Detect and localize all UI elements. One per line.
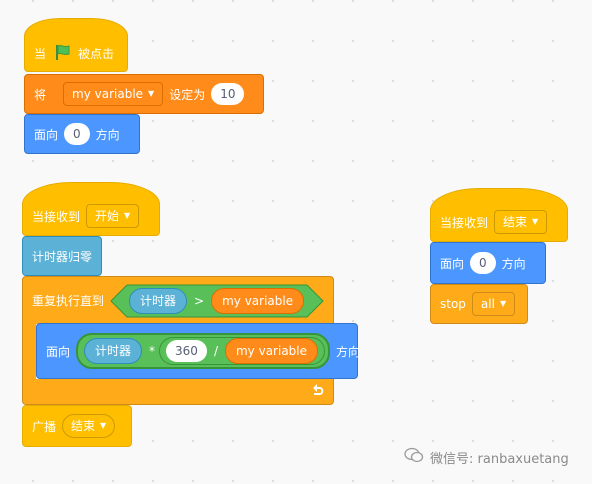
multiply-symbol: *	[149, 344, 156, 358]
repeat-until-bottom	[22, 379, 334, 405]
multiply-operator[interactable]: 计时器 * 360 / my variable	[76, 333, 330, 369]
reset-timer-block[interactable]: 计时器归零	[22, 236, 102, 276]
when-i-receive-hat[interactable]: 当接收到 开始 ▼	[22, 182, 160, 236]
watermark: 微信号: ranbaxuetang	[404, 447, 569, 467]
end-message-label: 结束	[503, 215, 528, 229]
variable-dropdown[interactable]: my variable ▼	[63, 82, 164, 106]
end-point-in-direction-block[interactable]: 面向 0 方向	[430, 242, 546, 284]
loop-arrow-icon	[311, 383, 325, 400]
wechat-icon	[404, 447, 424, 467]
divide-operator[interactable]: 360 / my variable	[159, 337, 325, 365]
timer-reporter[interactable]: 计时器	[129, 287, 188, 314]
chevron-down-icon: ▼	[124, 211, 131, 220]
direction-input[interactable]: 0	[64, 123, 90, 145]
end-direction-input[interactable]: 0	[470, 252, 496, 274]
hat-suffix-label: 被点击	[78, 46, 115, 61]
point-label: 面向	[34, 127, 59, 142]
broadcast-message-dropdown[interactable]: 结束 ▼	[62, 414, 116, 438]
repeat-until-block[interactable]: 重复执行直到 计时器 > my variable	[22, 276, 334, 324]
chevron-down-icon: ▼	[100, 421, 107, 430]
divide-symbol: /	[213, 344, 218, 358]
broadcast-label: 广播	[32, 419, 57, 434]
chevron-down-icon: ▼	[532, 217, 539, 226]
set-label: 将	[34, 87, 47, 102]
repeat-until-arm	[22, 323, 36, 383]
end-point-label: 面向	[440, 256, 465, 271]
stop-block[interactable]: stop all ▼	[430, 284, 528, 324]
inner-point-label: 面向	[46, 344, 71, 359]
message-dropdown-label: 开始	[95, 209, 120, 223]
when-flag-clicked-hat[interactable]: 当 被点击	[24, 18, 128, 72]
when-i-receive-end-hat[interactable]: 当接收到 结束 ▼	[430, 188, 568, 242]
chevron-down-icon: ▼	[148, 89, 155, 98]
reset-timer-label: 计时器归零	[32, 249, 93, 264]
greater-than-condition[interactable]: 计时器 > my variable	[110, 284, 324, 318]
broadcast-block[interactable]: 广播 结束 ▼	[22, 405, 132, 447]
direction-label: 方向	[95, 127, 120, 142]
end-direction-label: 方向	[501, 256, 526, 271]
set-to-label: 设定为	[169, 87, 206, 102]
variable-dropdown-label: my variable	[72, 87, 144, 101]
inner-variable-reporter[interactable]: my variable	[224, 338, 318, 364]
when-receive-end-label: 当接收到	[440, 215, 489, 230]
set-value-input[interactable]: 10	[211, 83, 245, 105]
green-flag-icon	[53, 43, 71, 64]
repeat-until-label: 重复执行直到	[32, 294, 105, 308]
inner-direction-label: 方向	[336, 344, 361, 359]
set-variable-block[interactable]: 将 my variable ▼ 设定为 10	[24, 74, 264, 114]
inner-point-in-direction-block[interactable]: 面向 计时器 * 360 / my variable 方向	[36, 323, 361, 379]
hat-prefix-label: 当	[34, 46, 47, 61]
broadcast-message-label: 结束	[71, 419, 96, 433]
message-dropdown[interactable]: 开始 ▼	[86, 204, 140, 228]
end-message-dropdown[interactable]: 结束 ▼	[494, 210, 548, 234]
stop-option-label: all	[480, 297, 495, 311]
greater-than-symbol: >	[194, 293, 205, 308]
point-in-direction-block[interactable]: 面向 0 方向	[24, 114, 140, 154]
stop-option-dropdown[interactable]: all ▼	[471, 292, 516, 316]
when-receive-label: 当接收到	[32, 209, 81, 224]
watermark-text: 微信号: ranbaxuetang	[430, 451, 569, 467]
divide-number-input[interactable]: 360	[166, 340, 207, 362]
inner-timer-reporter[interactable]: 计时器	[84, 338, 143, 364]
chevron-down-icon: ▼	[499, 299, 507, 308]
variable-reporter[interactable]: my variable	[211, 287, 305, 314]
stop-label: stop	[440, 297, 466, 311]
